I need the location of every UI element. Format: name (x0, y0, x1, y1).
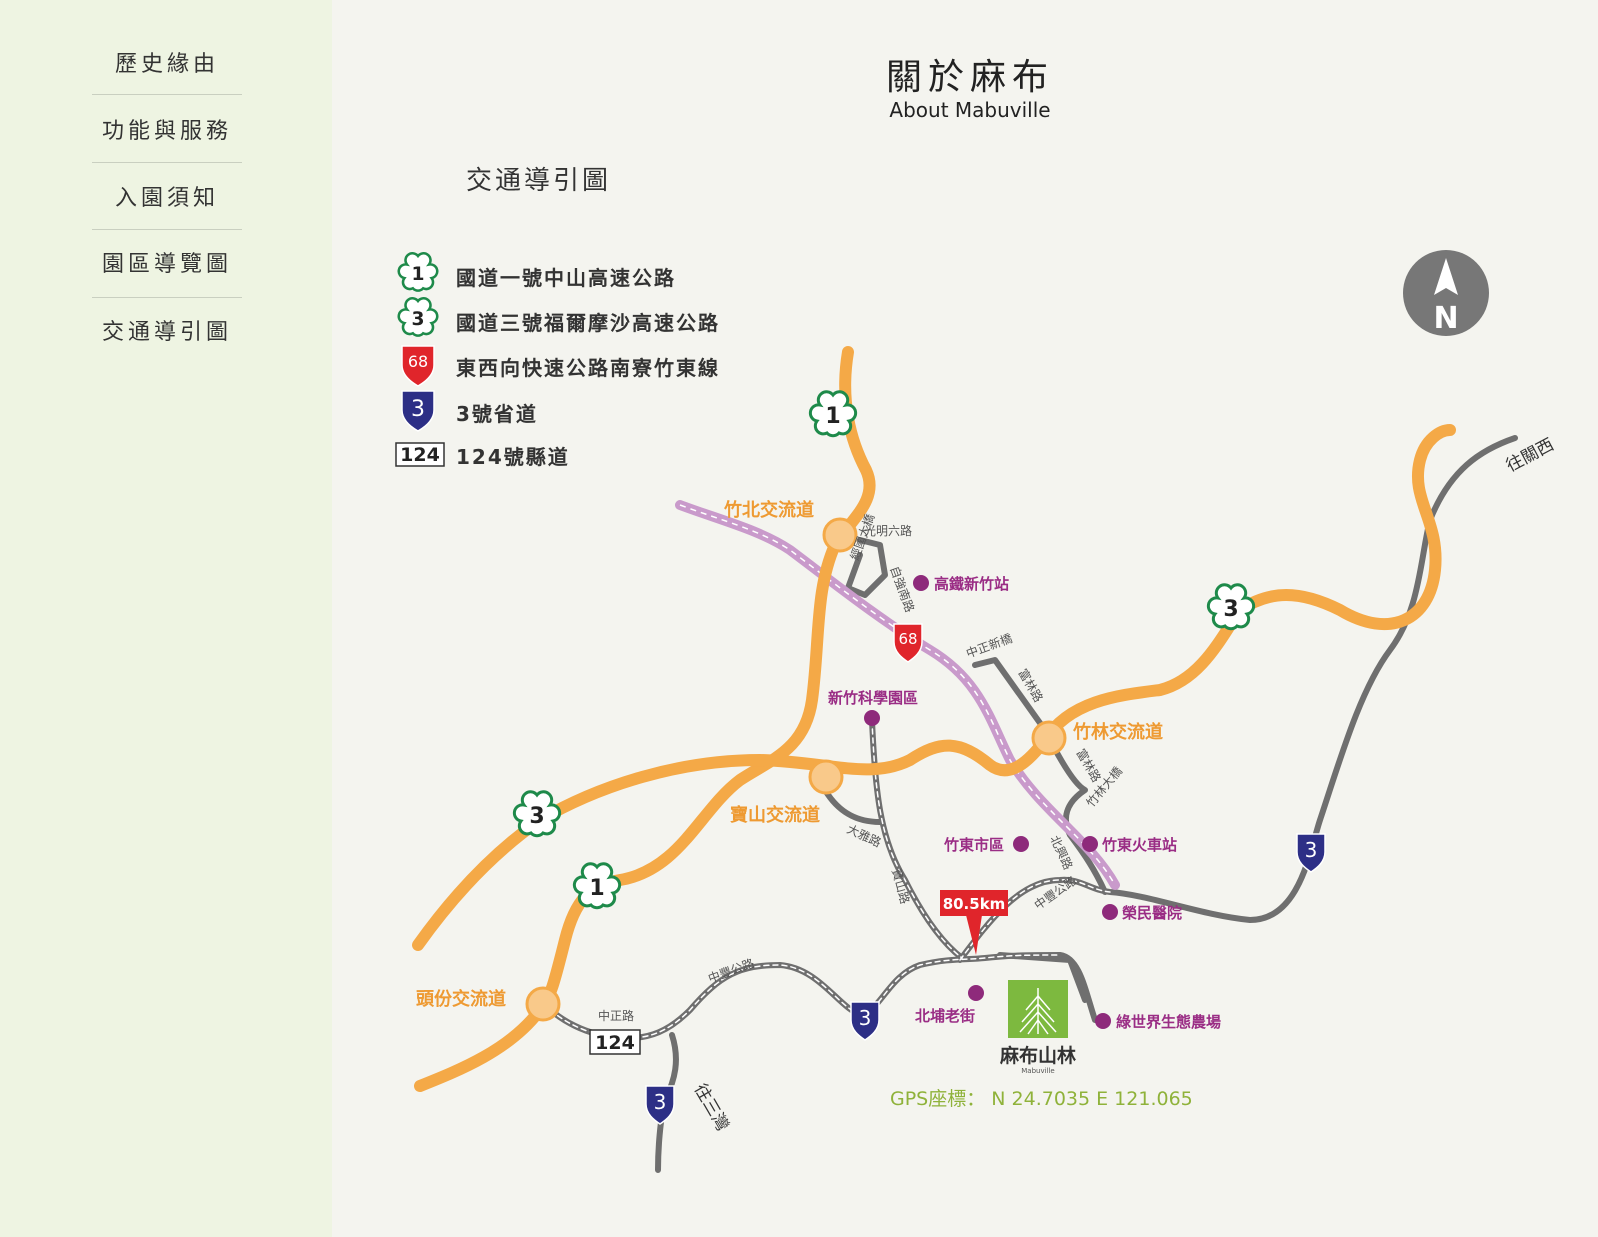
destination-logo: 麻布山林 Mabuville (999, 980, 1076, 1075)
nav-divider (92, 162, 242, 163)
page-subtitle: About Mabuville (889, 98, 1051, 122)
svg-text:3: 3 (1223, 597, 1238, 622)
nav-item-history[interactable]: 歷史緣由 (114, 52, 219, 77)
provincial-3-badges: 3 3 3 3 (401, 390, 1326, 1125)
label-zhongzheng-new-bridge: 中正新橋 (964, 630, 1014, 661)
nav-item-services[interactable]: 功能與服務 (101, 119, 232, 144)
compass-icon: N (1403, 250, 1489, 336)
label-to-sanwan: 往三灣 (690, 1081, 733, 1135)
legend-badge-expressway-68-text: 68 (408, 352, 428, 371)
label-green-world-farm: 綠世界生態農場 (1116, 1013, 1221, 1031)
label-toufen-interchange: 頭份交流道 (416, 988, 506, 1010)
freeways (412, 346, 1456, 1092)
label-zhudong-station: 竹東火車站 (1101, 836, 1177, 854)
label-beipu-old-street: 北埔老街 (915, 1007, 975, 1025)
legend-label-county-124: 124號縣道 (456, 445, 570, 469)
label-daya-rd: 大雅路 (845, 821, 884, 850)
destination-name: 麻布山林 (999, 1044, 1076, 1067)
label-zhulin-interchange: 竹林交流道 (1072, 721, 1163, 743)
legend-label-freeway-1: 國道一號中山高速公路 (456, 266, 676, 290)
label-zhongzheng-rd: 中正路 (598, 1008, 634, 1023)
label-science-park: 新竹科學園區 (828, 689, 918, 707)
svg-text:3: 3 (654, 1090, 667, 1114)
label-hsr-station: 高鐵新竹站 (934, 575, 1009, 593)
nav-item-notice[interactable]: 入園須知 (114, 186, 219, 211)
destination-subtitle: Mabuville (1021, 1067, 1055, 1075)
interchange-circles (525, 517, 1067, 1022)
label-veterans-hospital: 榮民醫院 (1122, 904, 1182, 922)
gps-coordinates: GPS座標： N 24.7035 E 121.065 (890, 1088, 1193, 1110)
label-zhubei-interchange: 竹北交流道 (723, 499, 814, 521)
svg-text:124: 124 (595, 1032, 635, 1054)
svg-text:3: 3 (1305, 838, 1318, 862)
svg-text:3: 3 (529, 804, 544, 829)
label-guangming-6th-rd: 光明六路 (864, 523, 912, 538)
label-fulin-rd-lower: 富林路 (1073, 746, 1104, 785)
nav-item-park-map[interactable]: 園區導覽圖 (101, 252, 232, 277)
label-zhudong-city: 竹東市區 (943, 836, 1004, 854)
expressway-68-centerline (679, 504, 1116, 886)
legend-badge-provincial-3-text: 3 (411, 397, 425, 422)
distance-marker: 80.5km (940, 890, 1008, 955)
label-baoshan-interchange: 寶山交流道 (730, 804, 820, 826)
nav-item-traffic-map[interactable]: 交通導引圖 (101, 320, 232, 345)
legend-badge-freeway-1-text: 1 (411, 264, 424, 285)
freeway-1-badges: 1 1 1 (397, 252, 858, 910)
freeway-3-badges: 3 3 3 (397, 297, 1256, 838)
svg-text:68: 68 (898, 630, 917, 648)
svg-text:1: 1 (825, 404, 840, 429)
label-ziqiang-south-rd: 自強南路 (887, 564, 918, 614)
svg-text:N: N (1433, 301, 1458, 336)
legend-label-freeway-3: 國道三號福爾摩沙高速公路 (456, 311, 720, 335)
nav-divider (92, 94, 242, 95)
svg-text:1: 1 (589, 876, 604, 901)
legend-label-expressway-68: 東西向快速公路南寮竹東線 (456, 356, 720, 380)
expressway-68-badges: 68 68 (401, 345, 923, 663)
county-124-badges: 124 124 (395, 442, 641, 1055)
section-title: 交通導引圖 (466, 166, 612, 196)
legend-badge-county-124-text: 124 (400, 444, 440, 466)
page-title: 關於麻布 (885, 57, 1054, 98)
svg-text:80.5km: 80.5km (943, 895, 1006, 913)
svg-text:3: 3 (859, 1006, 872, 1030)
nav-divider (92, 297, 242, 298)
nav-divider (92, 229, 242, 230)
tree-icon (1019, 988, 1057, 1035)
place-dots (864, 575, 1118, 1029)
label-zhongfeng-hwy-west: 中豐公路 (706, 955, 756, 986)
legend-label-provincial-3: 3號省道 (456, 402, 538, 426)
legend-badge-freeway-3-text: 3 (411, 309, 424, 330)
sidebar: 歷史緣由 功能與服務 入園須知 園區導覽圖 交通導引圖 (0, 0, 332, 1237)
